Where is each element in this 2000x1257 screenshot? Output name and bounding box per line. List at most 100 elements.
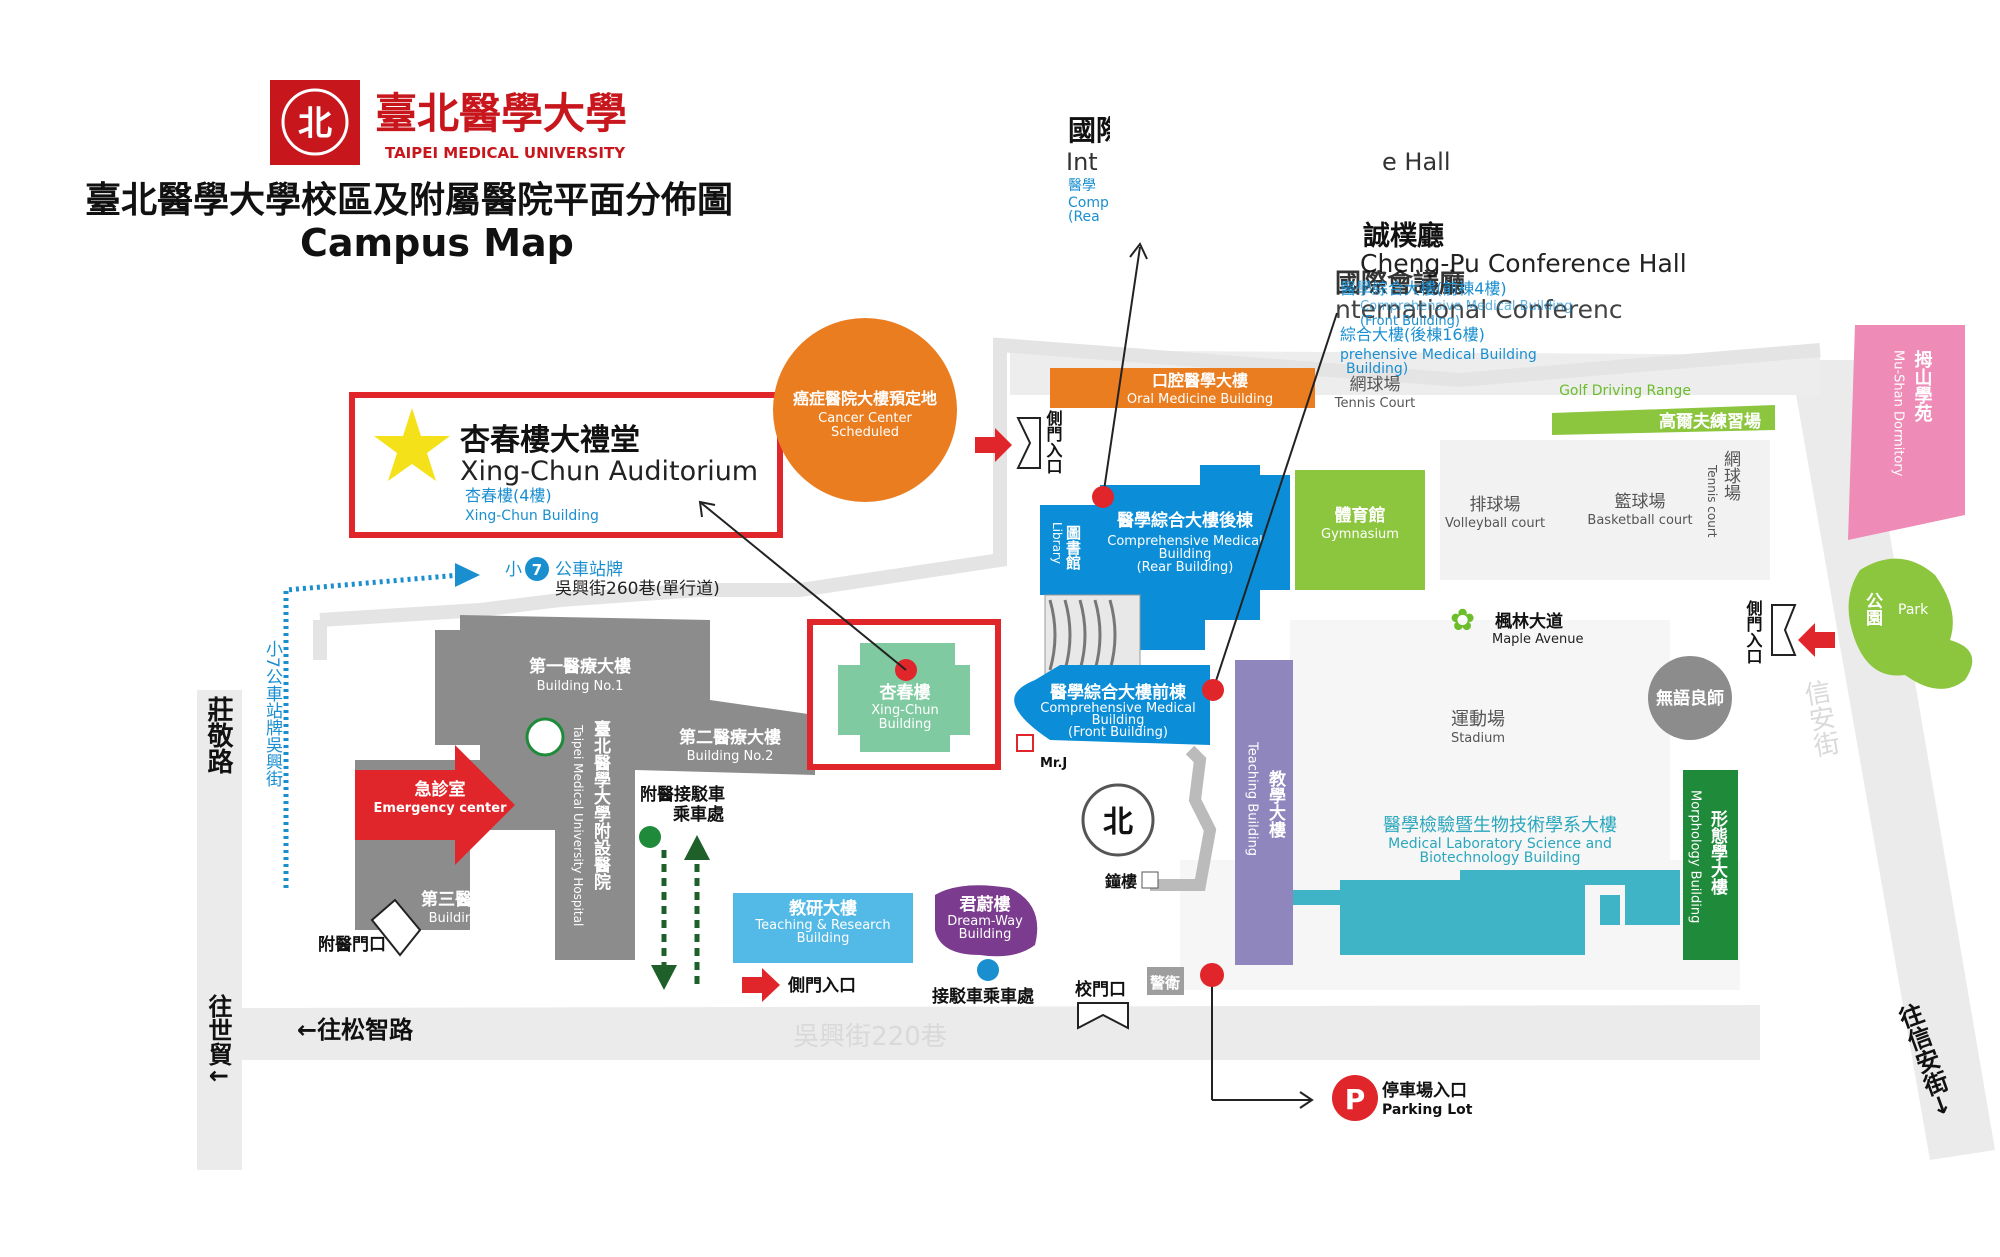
side-gate-top-icon[interactable]	[1016, 417, 1041, 469]
oral-medicine-building[interactable]: 口腔醫學大樓 Oral Medicine Building	[1050, 368, 1315, 408]
bell-tower-wall	[1150, 745, 1217, 891]
xingchun-block[interactable]	[838, 643, 970, 752]
shuttle-hosp-1: 附醫接駁車	[640, 784, 725, 805]
hospital-gate-icon[interactable]	[370, 898, 422, 957]
medlab-building[interactable]: 醫學檢驗暨生物技術學系大樓 Medical Laboratory Science…	[1293, 815, 1680, 955]
gymnasium[interactable]: 體育館 Gymnasium	[1295, 470, 1425, 590]
oral-medicine-en: Oral Medicine Building	[1127, 392, 1273, 407]
park[interactable]: 公園 Park	[1848, 558, 1973, 689]
shimao-label: 往世貿↓	[204, 993, 232, 1086]
stadium-en: Stadium	[1451, 731, 1505, 746]
hospital-zh: 臺北醫學大學附設醫院	[590, 719, 611, 890]
b3-zh: 第三醫療大樓	[421, 889, 523, 910]
chengpu-callout: 誠樸廳 Cheng-Pu Conference Hall 國際會議廳 ntern…	[1335, 220, 1687, 377]
research-en1: Teaching & Research	[754, 918, 890, 933]
campus-seal-icon	[1081, 783, 1155, 857]
front-building-en2: Building	[1092, 713, 1145, 728]
bell-tower-area[interactable]: 北 鐘樓	[1081, 745, 1217, 891]
overlap-en: nternational Conferenc	[1335, 295, 1623, 324]
lecture-stairs-lines	[1048, 599, 1117, 671]
research-building[interactable]: 教研大樓 Teaching & Research Building	[733, 893, 913, 963]
oral-medicine-zh: 口腔醫學大樓	[1152, 371, 1248, 390]
tennis2-en: Tennis court	[1705, 464, 1719, 538]
chengpu-zh: 誠樸廳	[1363, 220, 1444, 252]
morphology-block[interactable]	[1683, 770, 1738, 960]
side-gate-bottom-arrow[interactable]	[742, 968, 780, 1002]
xinan-label: 信安街	[1798, 677, 1841, 759]
pointer-lines	[698, 242, 1338, 701]
side-gate-top-arrow[interactable]	[975, 428, 1012, 462]
park-area[interactable]	[1848, 558, 1973, 689]
bus-route-badge-top	[525, 557, 549, 581]
medlab-en1: Medical Laboratory Science and	[1388, 836, 1612, 852]
dreamway-block[interactable]	[935, 885, 1038, 957]
emergency-arrow[interactable]	[355, 745, 515, 865]
guard-box[interactable]	[1147, 967, 1184, 995]
side-gate-right-arrow[interactable]	[1798, 623, 1835, 657]
comprehensive-front-block[interactable]	[1014, 665, 1210, 745]
library-zh: 圖書館	[1064, 524, 1082, 571]
bell-tower-label: 鐘樓	[1105, 872, 1137, 891]
bus-route	[283, 572, 461, 888]
morphology-building[interactable]: 形態學大樓 Morphology Building	[1683, 770, 1738, 960]
comprehensive-front-building[interactable]: 醫學綜合大樓前棟 Comprehensive Medical Building …	[1014, 665, 1210, 745]
main-gate-icon[interactable]	[1077, 1002, 1129, 1030]
er-zh: 急診室	[415, 779, 466, 800]
dormitory[interactable]: 拇山學苑 Mu-Shan Dormitory	[1848, 325, 1965, 540]
teaching-en: Teaching Building	[1245, 741, 1260, 856]
auditorium-callout[interactable]: 杏春樓大禮堂 Xing-Chun Auditorium 杏春樓(4樓) Xing…	[349, 392, 783, 538]
dream-zh: 君蔚樓	[960, 894, 1011, 915]
parking-icon[interactable]	[1332, 1075, 1378, 1121]
store-icon	[1016, 734, 1034, 752]
silent-mentor-circle[interactable]	[1648, 656, 1732, 740]
xingchun-en1: Xing-Chun	[871, 703, 939, 718]
medlab-block[interactable]	[1293, 870, 1680, 955]
volley-en: Volleyball court	[1445, 516, 1545, 531]
b2-en: Building No.2	[687, 749, 774, 764]
gymnasium-block[interactable]	[1295, 470, 1425, 590]
tmu-logo-box	[270, 80, 360, 165]
hospital-en: Taipei Medical University Hospital	[571, 724, 585, 926]
rear-building-en2: Building	[1159, 547, 1212, 562]
teaching-block[interactable]	[1235, 660, 1293, 965]
teaching-zh: 教學大樓	[1265, 769, 1287, 839]
tennis2-zh: 網球場	[1720, 450, 1741, 502]
xingchun-en2: Building	[879, 717, 932, 732]
medlab-annex[interactable]	[1600, 895, 1620, 925]
dreamway-building[interactable]: 君蔚樓 Dream-Way Building	[935, 885, 1038, 981]
hospital-block[interactable]	[430, 615, 815, 960]
parking-en: Parking Lot	[1382, 1102, 1473, 1118]
basket-en: Basketball court	[1587, 513, 1692, 528]
emergency-center[interactable]: 急診室 Emergency center	[355, 745, 515, 865]
overlap-zh: 國際會議廳	[1335, 268, 1465, 299]
xingchun-zh: 杏春樓	[880, 682, 931, 703]
oral-medicine-block[interactable]	[1050, 368, 1315, 408]
intl-hall-marker[interactable]	[1092, 486, 1114, 508]
parking-origin-marker[interactable]	[1200, 963, 1224, 987]
park-en: Park	[1898, 602, 1929, 618]
campus-shuttle-stop-icon[interactable]	[977, 959, 999, 981]
sports-labels: 網球場 Tennis Court Golf Driving Range 高爾夫練…	[1334, 375, 1775, 746]
comprehensive-rear-building[interactable]: 圖書館 Library 醫學綜合大樓後棟 Comprehensive Medic…	[1040, 465, 1290, 676]
medlab-annex-2[interactable]	[1625, 885, 1680, 925]
golf-range[interactable]	[1552, 405, 1775, 435]
side-gate-right-icon[interactable]	[1771, 604, 1797, 656]
xingchun-building[interactable]: 杏春樓 Xing-Chun Building	[807, 619, 1001, 770]
guard-label: 警衛	[1149, 974, 1180, 992]
maple-icon: ✿	[1450, 603, 1475, 638]
maple-en: Maple Avenue	[1492, 632, 1583, 647]
bus-route-arrow	[455, 563, 480, 587]
dorm-block[interactable]	[1848, 325, 1965, 540]
b1-zh: 第一醫療大樓	[529, 656, 631, 677]
research-block[interactable]	[733, 893, 913, 963]
chengpu-marker[interactable]	[1202, 679, 1224, 701]
hospital-shuttle-stop-icon[interactable]	[639, 826, 661, 848]
silent-mentor[interactable]: 無語良師	[1648, 656, 1732, 740]
pointer-auditorium	[699, 501, 907, 671]
teaching-building[interactable]: 教學大樓 Teaching Building	[1235, 660, 1293, 965]
title-zh: 臺北醫學大學校區及附屬醫院平面分佈圖	[85, 180, 733, 221]
cancer-center-site[interactable]	[773, 318, 957, 502]
library-block[interactable]	[1040, 505, 1095, 595]
cancer-center[interactable]: 癌症醫院大樓預定地 Cancer Center Scheduled	[773, 318, 957, 502]
intl-hall-sub2: Comp	[1068, 195, 1109, 211]
